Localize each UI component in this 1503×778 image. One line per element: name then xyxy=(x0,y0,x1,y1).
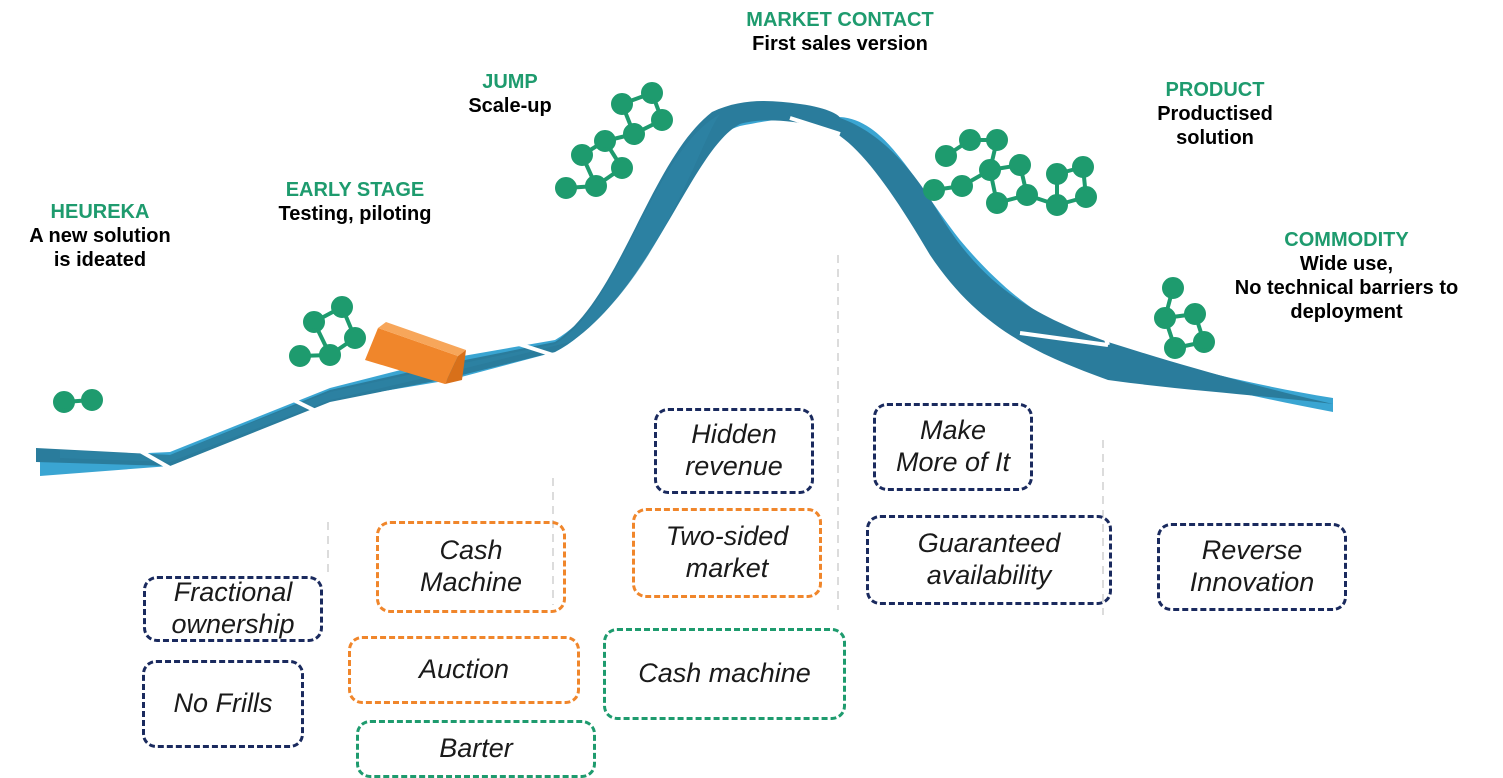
stage-heureka-desc-2: is ideated xyxy=(53,249,147,271)
stage-jump-desc: Scale-up xyxy=(468,95,552,117)
model-fractional-line-1: Fractional xyxy=(173,577,293,608)
stage-jump: JUMP Scale-up xyxy=(440,70,580,118)
model-fractional-ownership: Fractional ownership xyxy=(143,576,323,642)
stage-market: MARKET CONTACT First sales version xyxy=(680,8,1000,56)
stage-jump-title: JUMP xyxy=(482,71,538,93)
stage-heureka-title: HEUREKA xyxy=(50,201,150,223)
stage-market-title: MARKET CONTACT xyxy=(746,9,934,31)
model-reverse-line-1: Reverse xyxy=(1201,535,1303,566)
model-cash-machine-orange-line-1: Cash xyxy=(439,535,503,566)
model-hidden-revenue: Hidden revenue xyxy=(654,408,814,494)
model-make-more-line-1: Make xyxy=(919,415,986,446)
model-guaranteed-availability: Guaranteed availability xyxy=(866,515,1112,605)
road-joints xyxy=(97,116,1110,470)
model-make-more-line-2: More of It xyxy=(895,447,1011,477)
stage-heureka: HEUREKA A new solution is ideated xyxy=(0,200,200,272)
model-cash-machine-orange-line-2: Machine xyxy=(419,567,523,597)
stage-commodity-desc-1: Wide use, xyxy=(1299,253,1394,275)
model-cash-machine-green: Cash machine xyxy=(603,628,846,720)
model-guaranteed-line-1: Guaranteed xyxy=(917,528,1061,559)
model-two-sided-line-1: Two-sided xyxy=(665,521,789,552)
model-hidden-revenue-line-1: Hidden xyxy=(691,419,777,450)
stage-early: EARLY STAGE Testing, piloting xyxy=(240,178,470,226)
stage-heureka-desc-1: A new solution xyxy=(29,225,171,247)
model-make-more-of-it: Make More of It xyxy=(873,403,1033,491)
stage-product-desc-2: solution xyxy=(1176,127,1254,149)
model-cash-machine-orange: Cash Machine xyxy=(376,521,566,613)
stage-early-title: EARLY STAGE xyxy=(285,179,425,201)
model-fractional-line-2: ownership xyxy=(171,609,295,639)
model-reverse-line-2: Innovation xyxy=(1189,567,1315,597)
stage-commodity: COMMODITY Wide use, No technical barrier… xyxy=(1190,228,1503,324)
model-auction: Auction xyxy=(348,636,580,704)
stage-early-desc: Testing, piloting xyxy=(278,203,432,225)
orange-sled-icon xyxy=(365,322,466,384)
model-two-sided-market: Two-sided market xyxy=(632,508,822,598)
model-cash-machine-green-label: Cash machine xyxy=(638,658,811,689)
model-barter: Barter xyxy=(356,720,596,778)
stage-product: PRODUCT Productised solution xyxy=(1120,78,1310,150)
stage-commodity-desc-2: No technical barriers to xyxy=(1234,277,1459,299)
molecule-icon xyxy=(53,82,1215,413)
model-no-frills-label: No Frills xyxy=(173,688,273,719)
model-reverse-innovation: Reverse Innovation xyxy=(1157,523,1347,611)
model-guaranteed-line-2: availability xyxy=(926,560,1052,590)
model-barter-label: Barter xyxy=(439,733,513,764)
model-no-frills: No Frills xyxy=(142,660,304,748)
model-auction-label: Auction xyxy=(418,654,510,685)
stage-market-desc: First sales version xyxy=(752,33,928,55)
model-two-sided-line-2: market xyxy=(685,553,769,583)
model-hidden-revenue-line-2: revenue xyxy=(685,451,783,481)
stage-commodity-desc-3: deployment xyxy=(1290,301,1403,323)
stage-product-title: PRODUCT xyxy=(1165,79,1265,101)
stage-product-desc-1: Productised xyxy=(1157,103,1273,125)
stage-commodity-title: COMMODITY xyxy=(1284,229,1409,251)
